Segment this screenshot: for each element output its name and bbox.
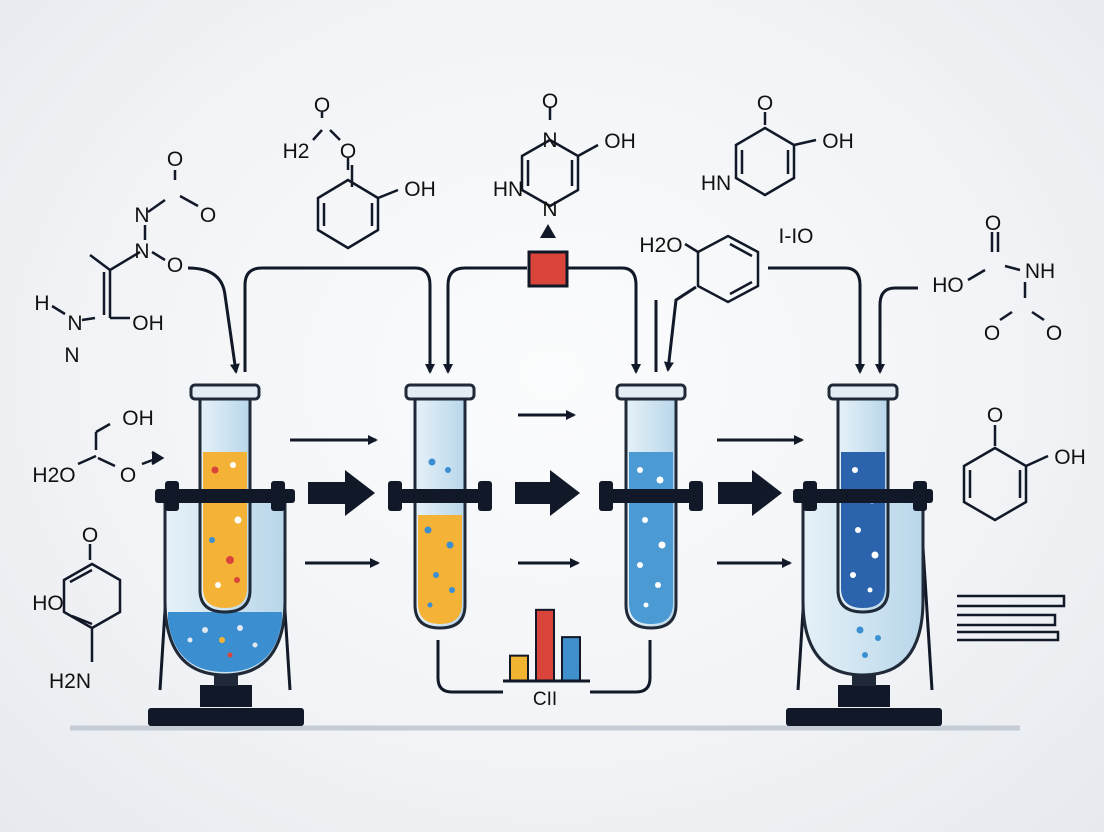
svg-text:O: O bbox=[120, 464, 136, 487]
bar-chart bbox=[503, 608, 590, 683]
svg-text:O: O bbox=[200, 204, 216, 227]
molecule-1-labels: O N O N O H N OH N bbox=[34, 148, 216, 367]
svg-text:HN: HN bbox=[701, 172, 731, 195]
svg-text:N: N bbox=[67, 312, 82, 335]
svg-text:OH: OH bbox=[132, 312, 164, 335]
stand-3 bbox=[599, 383, 703, 630]
svg-text:O: O bbox=[985, 212, 1001, 235]
chart-label: CII bbox=[533, 689, 557, 710]
process-arrows bbox=[290, 410, 804, 568]
stand-4 bbox=[786, 383, 942, 726]
svg-text:O: O bbox=[984, 322, 1000, 345]
svg-text:O: O bbox=[1046, 322, 1062, 345]
svg-text:OH: OH bbox=[604, 130, 636, 153]
molecule-2 bbox=[312, 112, 399, 250]
molecule-8-labels: OH H2O O bbox=[32, 407, 153, 487]
molecule-10-labels: O OH bbox=[987, 404, 1086, 469]
molecule-3 bbox=[520, 107, 599, 208]
feed-lines bbox=[187, 266, 918, 694]
molecule-4 bbox=[734, 112, 817, 197]
stand-1 bbox=[148, 383, 304, 726]
svg-text:O: O bbox=[542, 90, 558, 113]
svg-text:OH: OH bbox=[122, 407, 154, 430]
svg-text:O: O bbox=[82, 524, 98, 547]
molecule-5-label: H2O bbox=[639, 234, 682, 257]
svg-text:N: N bbox=[542, 198, 557, 221]
reagent-box bbox=[527, 250, 569, 288]
svg-text:HO: HO bbox=[32, 592, 64, 615]
svg-text:OH: OH bbox=[822, 130, 854, 153]
svg-text:N: N bbox=[542, 129, 557, 152]
svg-text:HN: HN bbox=[493, 178, 523, 201]
molecule-6-label: I-IO bbox=[779, 225, 814, 248]
molecule-8 bbox=[77, 422, 165, 468]
bar-2 bbox=[535, 608, 555, 683]
svg-text:NH: NH bbox=[1025, 260, 1055, 283]
svg-text:O: O bbox=[340, 140, 356, 163]
molecule-3-labels: O N OH HN N bbox=[493, 90, 636, 221]
bold-arrow-2 bbox=[515, 470, 580, 516]
molecule-7-labels: O HO NH O O bbox=[932, 212, 1062, 345]
bold-arrow-3 bbox=[718, 470, 782, 516]
svg-text:HO: HO bbox=[932, 274, 964, 297]
molecule-4-labels: O OH HN bbox=[701, 92, 854, 195]
text-lines-icon bbox=[957, 594, 1066, 642]
svg-text:H2N: H2N bbox=[49, 670, 91, 693]
svg-text:O: O bbox=[757, 92, 773, 115]
svg-text:N: N bbox=[134, 204, 149, 227]
molecule-7 bbox=[967, 232, 1045, 322]
bar-3 bbox=[561, 636, 581, 682]
svg-text:OH: OH bbox=[404, 178, 436, 201]
molecule-9-labels: O HO H2N bbox=[32, 524, 98, 693]
molecule-2-labels: H2 O O OH bbox=[283, 94, 436, 201]
molecule-5 bbox=[684, 234, 760, 304]
svg-text:H2: H2 bbox=[283, 140, 310, 163]
svg-text:OH: OH bbox=[1054, 446, 1086, 469]
bar-1 bbox=[509, 654, 529, 683]
svg-text:O: O bbox=[167, 254, 183, 277]
svg-text:O: O bbox=[314, 94, 330, 117]
svg-text:N: N bbox=[64, 344, 79, 367]
bold-arrow-1 bbox=[308, 470, 375, 516]
molecule-9 bbox=[62, 544, 122, 662]
svg-text:N: N bbox=[134, 240, 149, 263]
molecule-10 bbox=[962, 425, 1049, 522]
svg-text:O: O bbox=[987, 404, 1003, 427]
svg-text:O: O bbox=[167, 148, 183, 171]
svg-text:H: H bbox=[34, 292, 49, 315]
svg-text:H2O: H2O bbox=[32, 464, 75, 487]
stand-2 bbox=[388, 383, 492, 630]
molecule-1 bbox=[51, 170, 199, 322]
